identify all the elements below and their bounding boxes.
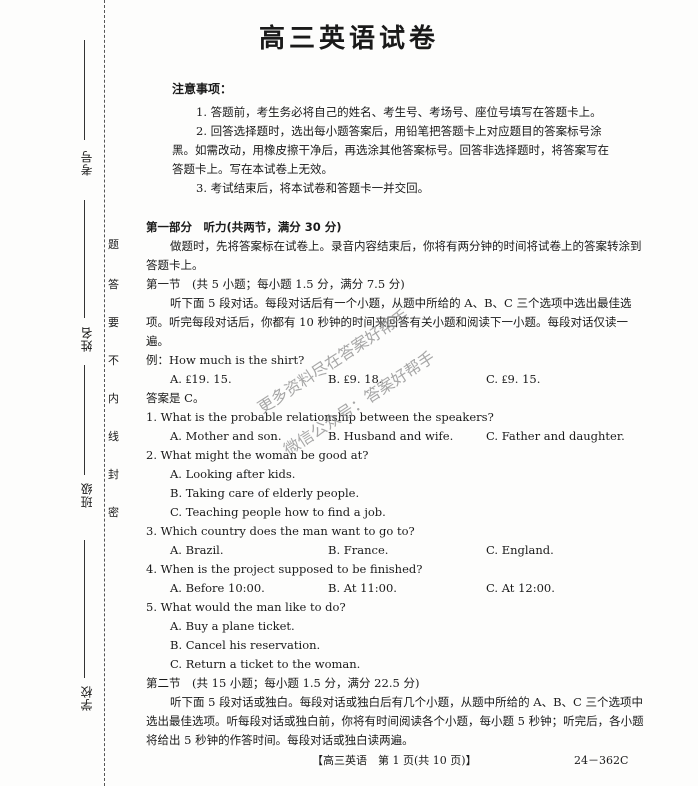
page-number: 【高三英语 第 1 页(共 10 页)】 [312, 754, 477, 767]
example-question: 例：How much is the shirt? [146, 353, 305, 367]
notice-item: 3. 考试结束后，将本试卷和答题卡一并交回。 [196, 181, 430, 195]
option-b: B. Cancel his reservation. [170, 638, 321, 652]
option-a: A. Looking after kids. [170, 467, 296, 481]
option-c: C. England. [486, 543, 554, 557]
class-label: 班级 [80, 482, 94, 508]
name-blank [84, 200, 85, 318]
option-c: C. Teaching people how to find a job. [170, 505, 386, 519]
notice-heading: 注意事项： [172, 82, 233, 96]
option-b: B. Taking care of elderly people. [170, 486, 360, 500]
section2-intro: 听下面 5 段对话或独白。每段对话或独白后有几个小题，从题中所给的 A、B、C … [146, 695, 644, 747]
page-title: 高三英语试卷 [258, 24, 439, 54]
notice-item: 2. 回答选择题时，选出每小题答案后，用铅笔把答题卡上对应题目的答案标号涂 [196, 124, 602, 138]
notice-item: 1. 答题前，考生务必将自己的姓名、考生号、考场号、座位号填写在答题卡上。 [196, 105, 602, 119]
notice-item: 黑。如需改动，用橡皮擦干净后，再选涂其他答案标号。回答非选择题时，将答案写在 [172, 143, 609, 157]
part1-intro: 做题时，先将答案标在试卷上。录音内容结束后，你将有两分钟的时间将试卷上的答案转涂… [146, 239, 642, 272]
exam-no-label: 考号 [80, 150, 94, 176]
option-a: A. Before 10:00. [170, 581, 265, 595]
seal-char: 不 [108, 354, 119, 367]
section1-intro: 听下面 5 段对话。每段对话后有一个小题，从题中所给的 A、B、C 三个选项中选… [146, 296, 632, 348]
exam-no-blank [84, 40, 85, 140]
option-b: B. At 11:00. [328, 581, 397, 595]
question-4-options: A. Before 10:00. B. At 11:00. C. At 12:0… [146, 579, 646, 598]
example-options: A. ₤19. 15. B. ₤9. 18. C. ₤9. 15. [146, 370, 646, 389]
part1-title: 第一部分 听力(共两节，满分 30 分) [146, 220, 342, 234]
class-blank [84, 365, 85, 475]
seal-char: 要 [108, 316, 119, 329]
seal-char: 答 [108, 278, 119, 291]
question-3-options: A. Brazil. B. France. C. England. [146, 541, 646, 560]
seal-char: 密 [108, 506, 119, 519]
option-b: B. ₤9. 18. [328, 372, 383, 386]
paper-code: 24－362C [574, 754, 629, 767]
option-a: A. Brazil. [170, 543, 224, 557]
seal-char: 线 [108, 430, 119, 443]
option-a: A. Buy a plane ticket. [170, 619, 295, 633]
seal-char: 封 [108, 468, 119, 481]
question-4: 4. When is the project supposed to be fi… [146, 562, 423, 576]
question-1-options: A. Mother and son. B. Husband and wife. … [146, 427, 646, 446]
option-b: B. Husband and wife. [328, 429, 454, 443]
seal-char: 题 [108, 238, 119, 251]
section2-title: 第二节 (共 15 小题；每小题 1.5 分，满分 22.5 分) [146, 676, 420, 690]
name-label: 姓名 [80, 326, 94, 352]
option-c: C. ₤9. 15. [486, 372, 541, 386]
option-c: C. At 12:00. [486, 581, 555, 595]
example-answer: 答案是 C。 [146, 391, 205, 405]
option-c: C. Father and daughter. [486, 429, 625, 443]
option-b: B. France. [328, 543, 389, 557]
school-blank [84, 540, 85, 678]
question-2: 2. What might the woman be good at? [146, 448, 369, 462]
question-1: 1. What is the probable relationship bet… [146, 410, 494, 424]
option-c: C. Return a ticket to the woman. [170, 657, 361, 671]
seal-char: 内 [108, 392, 119, 405]
section1-title: 第一节 (共 5 小题；每小题 1.5 分，满分 7.5 分) [146, 277, 405, 291]
binding-line [104, 0, 106, 786]
question-5: 5. What would the man like to do? [146, 600, 346, 614]
school-label: 学校 [80, 685, 94, 711]
option-a: A. ₤19. 15. [170, 372, 232, 386]
option-a: A. Mother and son. [170, 429, 282, 443]
main-content: 注意事项： 1. 答题前，考生务必将自己的姓名、考生号、考场号、座位号填写在答题… [146, 80, 646, 750]
question-3: 3. Which country does the man want to go… [146, 524, 415, 538]
notice-item: 答题卡上。写在本试卷上无效。 [172, 162, 333, 176]
